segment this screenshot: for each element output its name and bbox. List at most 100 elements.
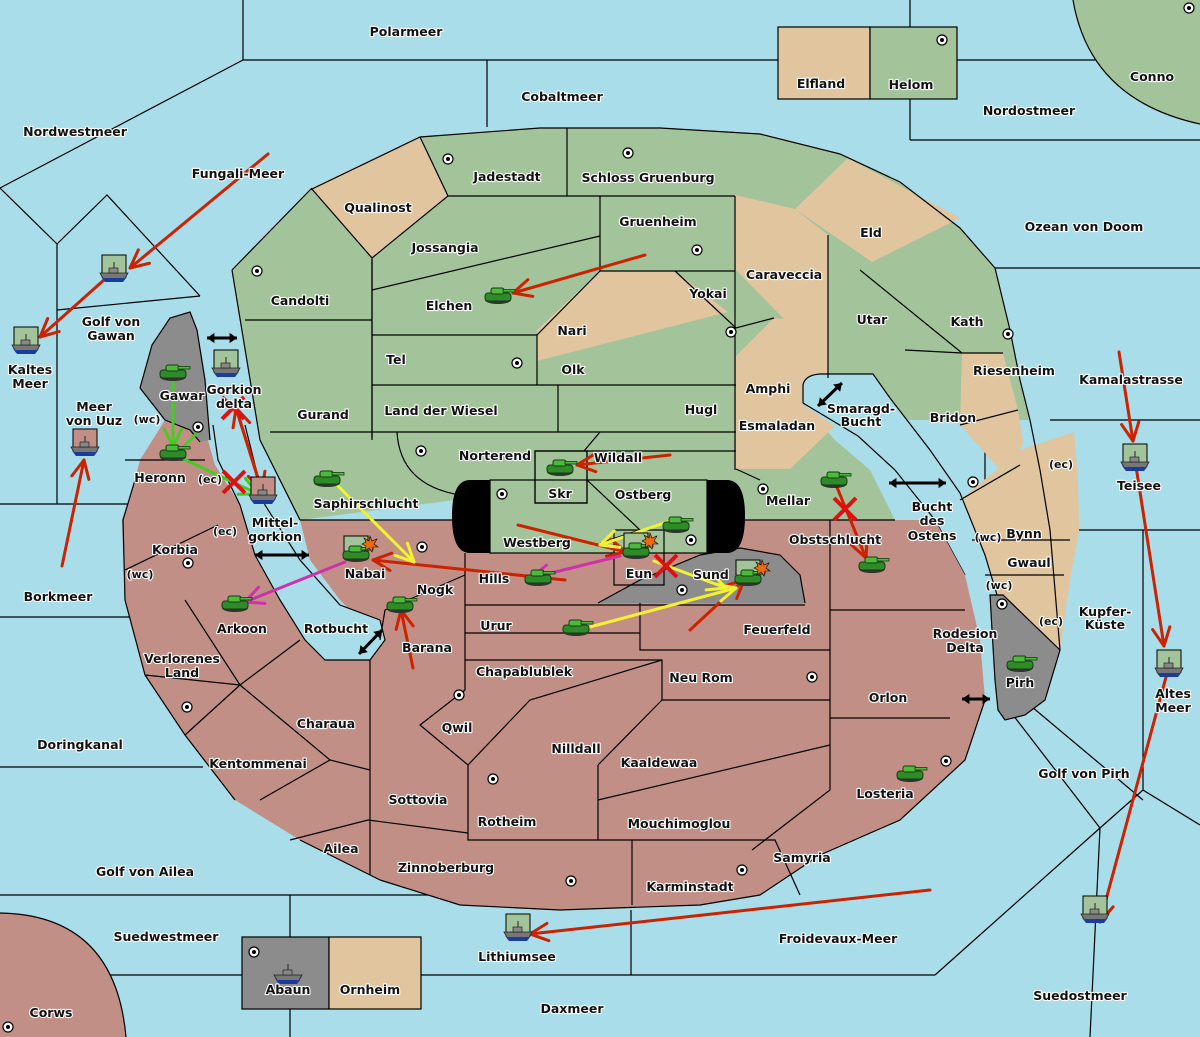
order-arrow-move bbox=[1117, 350, 1141, 443]
territory-label-corws: Corws bbox=[30, 1005, 73, 1020]
territory-label-land-der-wiesel: Land der Wiesel bbox=[384, 403, 497, 418]
supply-center-icon bbox=[940, 755, 952, 767]
territory-bynn-gwaul[interactable] bbox=[960, 432, 1079, 650]
order-arrow-support bbox=[652, 553, 728, 592]
territory-label-abaun: Abaun bbox=[266, 982, 311, 997]
territory-label-sottovia: Sottovia bbox=[389, 792, 448, 807]
territory-label-sund: Sund bbox=[693, 567, 729, 582]
territory-label-chapablublek: Chapablublek bbox=[476, 664, 573, 679]
territory-nari[interactable] bbox=[537, 271, 728, 361]
supply-center-icon bbox=[182, 557, 194, 569]
fleet-unit-icon[interactable] bbox=[99, 254, 129, 283]
territory-ornheim[interactable] bbox=[328, 936, 422, 1010]
fleet-unit-icon[interactable] bbox=[211, 349, 241, 378]
sea-label-bucht-des-ostens-3: Ostens bbox=[908, 528, 957, 543]
territory-conno[interactable] bbox=[1073, 0, 1200, 124]
sea-label-kamalastrasse: Kamalastrasse bbox=[1079, 372, 1183, 387]
supply-center-icon bbox=[685, 534, 697, 546]
sea-label-cobaltmeer: Cobaltmeer bbox=[521, 89, 603, 104]
territory-label-verlorenes-land-1: Verlorenes bbox=[144, 651, 220, 666]
territory-label-ailea: Ailea bbox=[323, 841, 358, 856]
sea-label-golf-von-ailea: Golf von Ailea bbox=[96, 864, 194, 879]
fleet-unit-icon[interactable] bbox=[1154, 649, 1184, 678]
territory-label-elchen: Elchen bbox=[426, 298, 473, 313]
sea-label-suedwestmeer: Suedwestmeer bbox=[114, 929, 220, 944]
territory-label-zinnoberburg: Zinnoberburg bbox=[398, 860, 494, 875]
territory-label-westberg: Westberg bbox=[503, 535, 571, 550]
territory-label-gwaul: Gwaul bbox=[1007, 555, 1050, 570]
territory-label-ostberg: Ostberg bbox=[615, 487, 672, 502]
orders bbox=[38, 152, 1172, 943]
territory-label-nogk: Nogk bbox=[417, 582, 454, 597]
territory-label-pirh: Pirh bbox=[1006, 675, 1035, 690]
territory-label-norterend: Norterend bbox=[459, 448, 531, 463]
coast-label: (ec) bbox=[213, 525, 237, 538]
sea-label-gorkion-delta-1: Gorkion bbox=[206, 382, 261, 397]
sea-label-bucht-des-ostens-2: des bbox=[920, 513, 945, 528]
sea-label-golf-von-pirh: Golf von Pirh bbox=[1038, 766, 1129, 781]
capsule-east-end bbox=[707, 480, 745, 553]
territory-label-feuerfeld: Feuerfeld bbox=[743, 622, 810, 637]
fleet-unit-icon[interactable] bbox=[11, 326, 41, 355]
supply-center-icon bbox=[736, 864, 748, 876]
sea-label-rotbucht: Rotbucht bbox=[304, 621, 368, 636]
territory-label-schloss-gruenburg: Schloss Gruenburg bbox=[581, 170, 714, 185]
double-arrow-icon bbox=[255, 549, 309, 561]
territory-esmaladan[interactable] bbox=[736, 405, 835, 469]
territory-label-jadestadt: Jadestadt bbox=[472, 169, 540, 184]
territory-label-elfland: Elfland bbox=[797, 76, 845, 91]
territory-corws[interactable] bbox=[0, 913, 126, 1037]
fleet-unit-icon[interactable] bbox=[1120, 443, 1150, 472]
territory-label-helom: Helom bbox=[889, 77, 934, 92]
territory-label-olk: Olk bbox=[561, 362, 585, 377]
failed-order-cross-icon bbox=[220, 395, 246, 421]
land-borders bbox=[144, 127, 1070, 911]
sea-label-smaragd-bucht-1: Smaragd- bbox=[827, 401, 895, 416]
double-arrow-icon bbox=[357, 628, 384, 656]
territory-label-losteria: Losteria bbox=[856, 786, 913, 801]
sea-label-borkmeer: Borkmeer bbox=[24, 589, 94, 604]
sea-label-froidevaux-meer: Froidevaux-Meer bbox=[779, 931, 898, 946]
sea-label-golf-von-gawan-1: Golf von bbox=[82, 314, 141, 329]
supply-center-icon bbox=[1002, 328, 1014, 340]
fleet-unit-icon[interactable] bbox=[248, 476, 278, 505]
sea-label-meer-von-uuz-2: von Uuz bbox=[66, 413, 122, 428]
territory-label-eun: Eun bbox=[626, 566, 652, 581]
fleet-unit-icon[interactable] bbox=[503, 913, 533, 942]
army-unit-icon[interactable] bbox=[734, 559, 771, 587]
supply-center-icon bbox=[996, 598, 1008, 610]
territory-label-amphi: Amphi bbox=[746, 381, 791, 396]
territory-elfland[interactable] bbox=[777, 26, 871, 100]
territory-label-hugl: Hugl bbox=[685, 402, 718, 417]
supply-center-icon bbox=[487, 773, 499, 785]
fleet-unit-icon[interactable] bbox=[1080, 895, 1110, 924]
supply-center-icon bbox=[181, 701, 193, 713]
territory-label-jossangia: Jossangia bbox=[410, 240, 478, 255]
territory-label-tel: Tel bbox=[386, 352, 406, 367]
army-unit-icon[interactable] bbox=[342, 535, 379, 563]
territory-riesenheim[interactable] bbox=[960, 353, 1023, 490]
territory-label-riesenheim: Riesenheim bbox=[973, 363, 1055, 378]
sea-label-bucht-des-ostens-1: Bucht bbox=[912, 499, 953, 514]
territory-label-qwil: Qwil bbox=[442, 720, 473, 735]
sea-label-daxmeer: Daxmeer bbox=[540, 1001, 604, 1016]
territory-eld[interactable] bbox=[795, 158, 960, 262]
supply-center-icon bbox=[511, 357, 523, 369]
territory-label-rotheim: Rotheim bbox=[478, 814, 537, 829]
double-arrow-icon bbox=[816, 381, 844, 408]
territory-qualinost[interactable] bbox=[311, 137, 448, 258]
fleet-unit-icon[interactable] bbox=[70, 428, 100, 457]
territory-label-bridon: Bridon bbox=[930, 410, 976, 425]
order-arrow-move bbox=[575, 452, 672, 474]
sea-label-ozean-von-doom: Ozean von Doom bbox=[1025, 219, 1144, 234]
sea-label-kupfer-kueste-2: Küste bbox=[1085, 617, 1125, 632]
sea-label-mittel-gorkion-1: Mittel- bbox=[252, 515, 299, 530]
supply-center-icon bbox=[496, 488, 508, 500]
army-unit-icon[interactable] bbox=[622, 532, 659, 560]
supply-center-icon bbox=[442, 153, 454, 165]
territory-label-karminstadt: Karminstadt bbox=[646, 879, 733, 894]
supply-center-icon bbox=[248, 946, 260, 958]
supply-center-icon bbox=[967, 476, 979, 488]
order-arrow-move bbox=[38, 269, 116, 339]
territory-caraveccia[interactable] bbox=[735, 195, 828, 323]
